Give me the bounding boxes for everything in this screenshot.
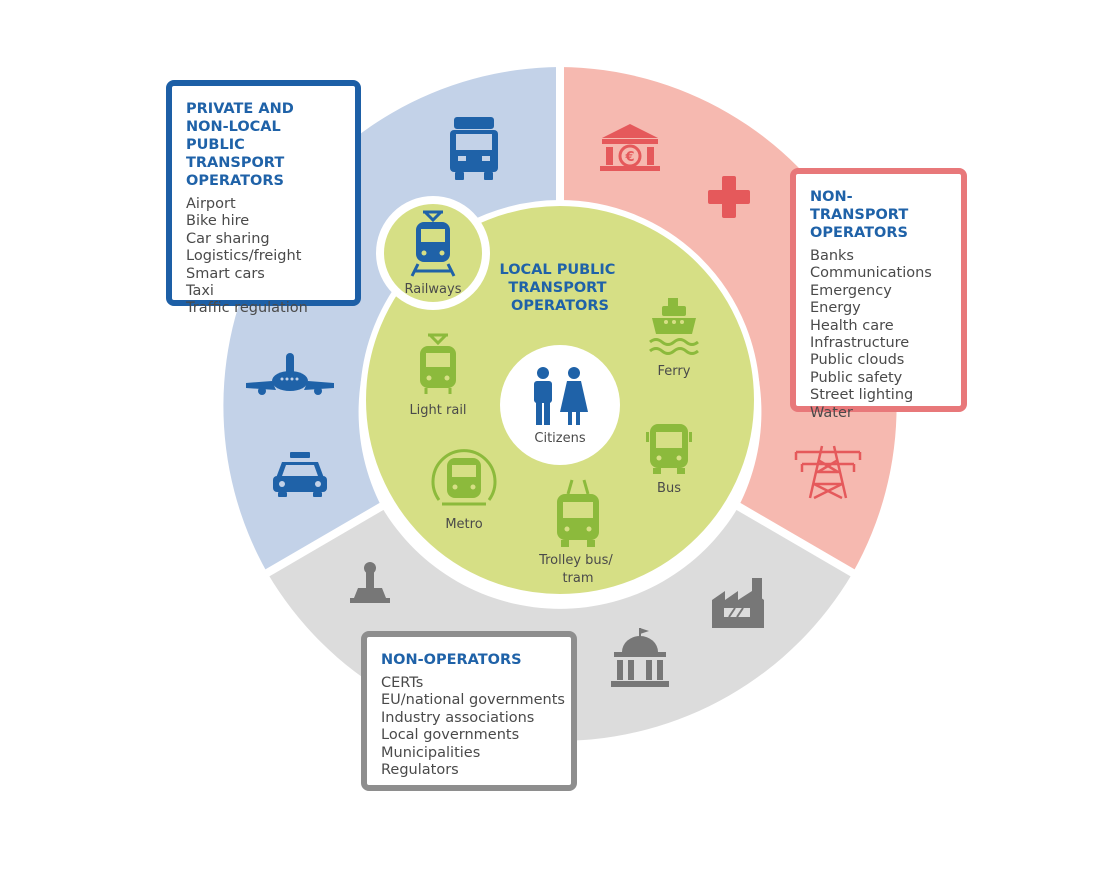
list-item: Traffic regulation: [186, 300, 308, 317]
list-item: Taxi: [186, 283, 214, 300]
list-item: Airport: [186, 196, 236, 212]
list-item: EU/national governments: [381, 692, 565, 709]
list-item: Local governments: [381, 727, 520, 744]
factory-icon: [712, 578, 764, 628]
government-building-icon: [611, 628, 669, 687]
taxi-icon: [273, 452, 327, 497]
non-transport-operators-title: NON-TRANSPORT OPERATORS: [810, 189, 909, 241]
metro-icon: [431, 449, 497, 506]
citizens-circle: [500, 345, 620, 465]
stamp-icon: [350, 562, 390, 603]
list-item: Industry associations: [381, 709, 535, 726]
trolley-label: Trolley bus/ tram: [538, 553, 617, 586]
list-item: Communications: [810, 265, 932, 282]
bank-icon: €: [600, 124, 660, 171]
private-operators-title: PRIVATE AND NON-LOCAL PUBLIC TRANSPORT O…: [186, 101, 294, 189]
list-item: Street lighting: [810, 387, 914, 404]
private-operators-list: Airport Bike hire Car sharing Logistics/…: [186, 196, 339, 318]
ferry-label: Ferry: [658, 364, 691, 379]
list-item: CERTs: [381, 675, 424, 691]
metro-label: Metro: [445, 517, 482, 532]
list-item: Emergency: [810, 282, 892, 299]
list-item: Water: [810, 404, 853, 421]
list-item: Infrastructure: [810, 335, 910, 352]
bus-label: Bus: [657, 481, 681, 496]
bus-icon: [646, 424, 692, 474]
list-item: Public safety: [810, 369, 903, 386]
list-item: Smart cars: [186, 265, 265, 282]
medical-cross-icon: [708, 176, 750, 218]
segment-dividers: [259, 60, 861, 580]
citizens-label: Citizens: [534, 431, 585, 446]
private-operators-box: PRIVATE AND NON-LOCAL PUBLIC TRANSPORT O…: [166, 80, 361, 316]
non-operators-title: NON-OPERATORS: [381, 652, 522, 668]
citizens-icon: [534, 367, 588, 425]
list-item: Car sharing: [186, 230, 270, 247]
power-pylon-icon: [794, 445, 862, 500]
list-item: Logistics/freight: [186, 248, 302, 265]
non-operators-list: CERTs EU/national governments Industry a…: [381, 675, 565, 779]
list-item: Health care: [810, 317, 894, 334]
non-transport-operators-list: Banks Communications Emergency Energy He…: [810, 248, 945, 422]
ferry-icon: [649, 298, 699, 355]
list-item: Banks: [810, 248, 854, 264]
railways-train-icon: [410, 210, 456, 277]
local-operators-title: LOCAL PUBLIC TRANSPORT OPERATORS: [500, 262, 621, 314]
non-operators-box: NON-OPERATORS CERTs EU/national governme…: [361, 631, 577, 791]
trolley-bus-icon: [557, 479, 599, 547]
light-rail-icon: [420, 333, 456, 394]
truck-icon: [450, 117, 498, 180]
non-transport-operators-box: NON-TRANSPORT OPERATORS Banks Communicat…: [790, 168, 967, 421]
airplane-icon: [246, 353, 334, 395]
list-item: Municipalities: [381, 744, 481, 761]
svg-text:€: €: [624, 150, 634, 165]
list-item: Bike hire: [186, 213, 250, 230]
light-rail-label: Light rail: [409, 403, 466, 418]
list-item: Public clouds: [810, 352, 905, 369]
railways-label: Railways: [404, 282, 461, 297]
list-item: Regulators: [381, 762, 459, 779]
list-item: Energy: [810, 300, 861, 317]
